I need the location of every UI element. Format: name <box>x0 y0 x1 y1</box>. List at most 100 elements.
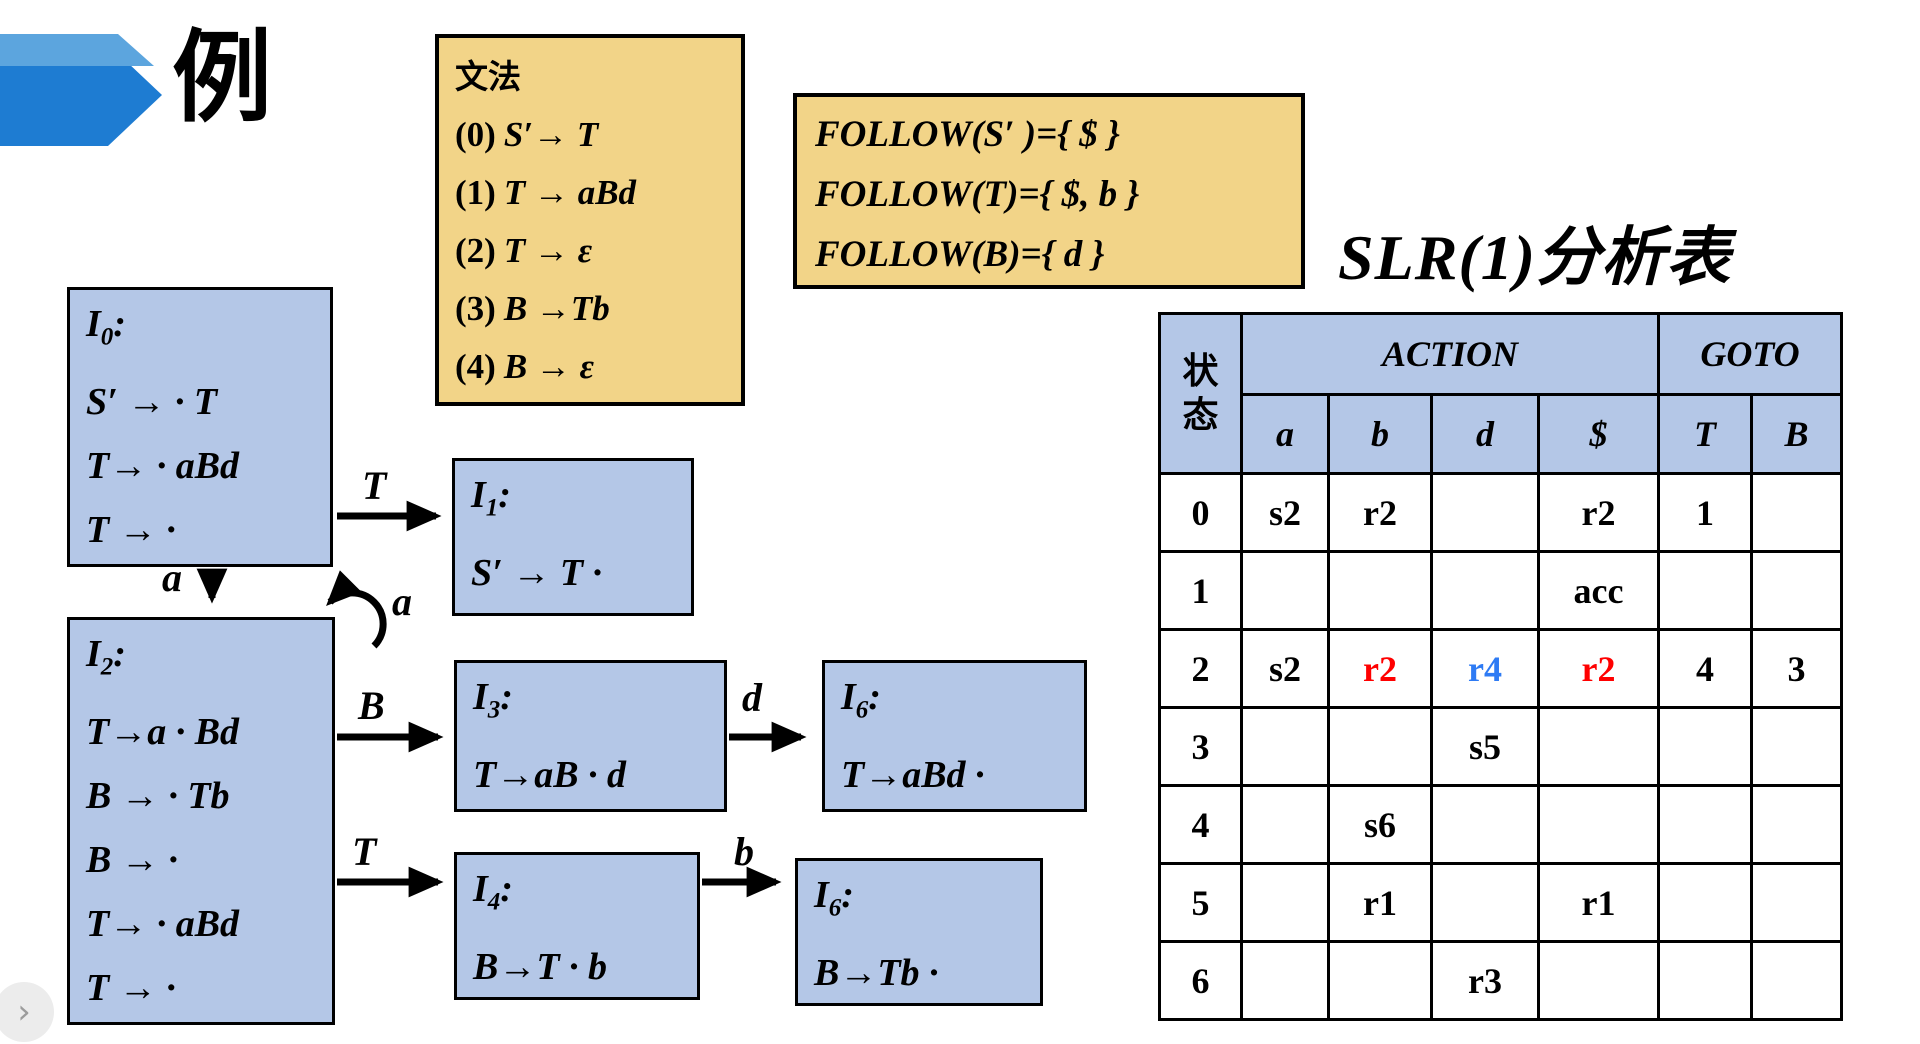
page-title: 例 <box>172 19 272 136</box>
action-cell: r4 <box>1430 628 1540 709</box>
action-cell: r1 <box>1327 862 1433 943</box>
action-cell: s5 <box>1430 706 1540 787</box>
state-box-I4: I4: B→T · b <box>454 852 700 1000</box>
state-number: 1 <box>1158 550 1243 631</box>
state-box-I2: I2: T→a · Bd B → · Tb B → · T→ · aBd T →… <box>67 617 335 1025</box>
goto-cell <box>1750 550 1843 631</box>
action-header: ACTION <box>1240 312 1660 396</box>
lr-item: B→T · b <box>473 945 608 988</box>
terminal-header-dollar: $ <box>1537 393 1660 475</box>
state-label: I2: <box>86 633 126 681</box>
action-cell: acc <box>1537 550 1660 631</box>
lr-item: B → · Tb <box>86 774 230 817</box>
lr-item: B → · <box>86 838 178 881</box>
lr-item: T → · <box>86 508 176 551</box>
action-cell: r1 <box>1537 862 1660 943</box>
lr-item: T→ · aBd <box>86 902 240 945</box>
action-cell <box>1240 940 1330 1021</box>
state-number: 2 <box>1158 628 1243 709</box>
state-label: I4: <box>473 868 513 916</box>
goto-cell <box>1657 706 1753 787</box>
nonterminal-header-T: T <box>1657 393 1753 475</box>
action-cell: r3 <box>1430 940 1540 1021</box>
lr-item: T→aB · d <box>473 753 627 796</box>
action-cell <box>1537 784 1660 865</box>
state-label: I1: <box>471 474 511 522</box>
action-cell: s2 <box>1240 472 1330 553</box>
action-cell <box>1430 862 1540 943</box>
goto-header: GOTO <box>1657 312 1843 396</box>
goto-cell <box>1657 784 1753 865</box>
transition-label-a: a <box>162 555 182 600</box>
lr-item: T→aBd · <box>841 753 985 796</box>
action-cell: s6 <box>1327 784 1433 865</box>
grammar-production: (3)B →Tb <box>455 289 610 328</box>
transition-label-T: T <box>362 463 387 508</box>
goto-cell <box>1750 862 1843 943</box>
lr-item: S′ → T · <box>471 551 603 594</box>
slr-parse-table: 状 态 ACTION GOTO a b d $ T B 0 s2 r2 r2 1… <box>1158 312 1843 1021</box>
state-label: I6: <box>814 874 854 922</box>
chevron-right-icon: › <box>17 992 31 1032</box>
state-box-I3: I3: T→aB · d <box>454 660 727 812</box>
goto-cell <box>1657 862 1753 943</box>
next-slide-button[interactable]: › <box>0 982 54 1042</box>
action-cell <box>1537 706 1660 787</box>
terminal-header-a: a <box>1240 393 1330 475</box>
goto-cell <box>1750 784 1843 865</box>
transition-label-d: d <box>742 675 762 720</box>
state-number: 6 <box>1158 940 1243 1021</box>
goto-cell: 4 <box>1657 628 1753 709</box>
follow-line: FOLLOW(B)={ d } <box>815 234 1105 275</box>
terminal-header-d: d <box>1430 393 1540 475</box>
table-row: 4 s6 <box>1158 784 1843 865</box>
follow-sets-box: FOLLOW(S′ )={ $ } FOLLOW(T)={ $, b } FOL… <box>793 93 1305 289</box>
lr-item: T→ · aBd <box>86 444 240 487</box>
table-row: 2 s2 r2 r4 r2 4 3 <box>1158 628 1843 709</box>
state-label: I3: <box>473 676 513 724</box>
action-cell <box>1430 472 1540 553</box>
goto-cell <box>1750 472 1843 553</box>
goto-cell <box>1657 940 1753 1021</box>
lr-item: T→a · Bd <box>86 710 240 753</box>
action-cell: r2 <box>1327 628 1433 709</box>
action-cell: r2 <box>1537 628 1660 709</box>
grammar-production: (0)S′→ T <box>455 115 599 154</box>
transition-label-b-low: b <box>734 829 754 874</box>
grammar-box: 文法 (0)S′→ T (1)T → aBd (2)T → ε (3)B →Tb… <box>435 34 745 406</box>
state-number: 3 <box>1158 706 1243 787</box>
action-cell: r2 <box>1537 472 1660 553</box>
state-box-I6-bottom: I6: B→Tb · <box>795 858 1043 1006</box>
state-number: 5 <box>1158 862 1243 943</box>
action-cell <box>1327 940 1433 1021</box>
terminal-header-b: b <box>1327 393 1433 475</box>
action-cell <box>1240 784 1330 865</box>
table-row: 3 s5 <box>1158 706 1843 787</box>
action-cell <box>1537 940 1660 1021</box>
nonterminal-header-B: B <box>1750 393 1843 475</box>
grammar-production: (1)T → aBd <box>455 173 637 212</box>
action-cell <box>1430 550 1540 631</box>
action-cell: r2 <box>1327 472 1433 553</box>
state-label: I0: <box>86 303 126 351</box>
state-number: 0 <box>1158 472 1243 553</box>
goto-cell <box>1657 550 1753 631</box>
goto-cell <box>1750 706 1843 787</box>
state-box-I0: I0: S′ → · T T→ · aBd T → · <box>67 287 333 567</box>
transition-label-T-low: T <box>352 829 377 874</box>
state-box-I1: I1: S′ → T · <box>452 458 694 616</box>
transition-label-a-loop: a <box>392 579 412 624</box>
action-cell <box>1327 706 1433 787</box>
action-cell <box>1327 550 1433 631</box>
table-row: 1 acc <box>1158 550 1843 631</box>
action-cell: s2 <box>1240 628 1330 709</box>
follow-line: FOLLOW(T)={ $, b } <box>815 174 1140 215</box>
follow-line: FOLLOW(S′ )={ $ } <box>815 114 1120 155</box>
table-row: 6 r3 <box>1158 940 1843 1021</box>
arrow-I2-self-loop <box>326 570 387 649</box>
goto-cell: 3 <box>1750 628 1843 709</box>
lr-item: T → · <box>86 966 176 1009</box>
transition-label-B: B <box>358 683 385 728</box>
state-label: I6: <box>841 676 881 724</box>
